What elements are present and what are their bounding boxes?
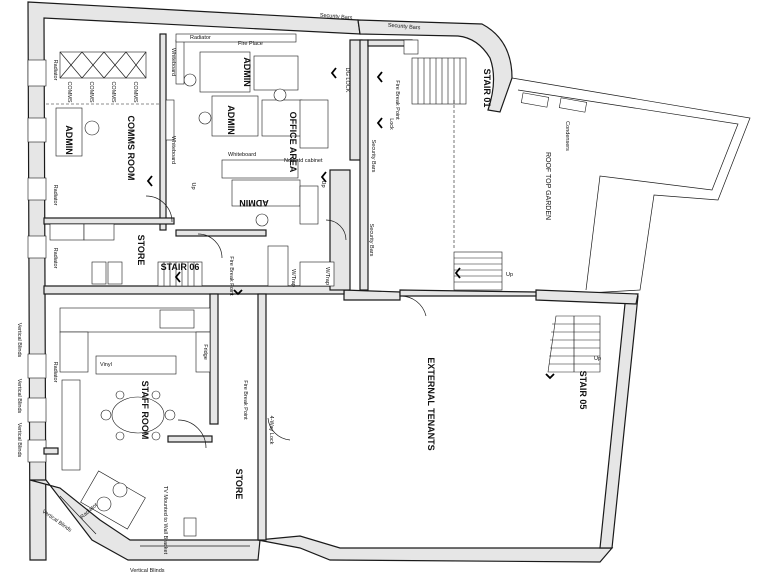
room-label-staff: STAFF ROOM (140, 381, 150, 440)
up-label-4: Up (320, 180, 326, 187)
lock-label: DG LOCK (344, 68, 350, 93)
left-windows (27, 59, 47, 463)
w-trap-label-1: W/Trap (290, 269, 296, 287)
radiator-label-5: Radiator (52, 362, 58, 383)
vertical-blinds-label-4: Vertical Blinds (16, 423, 22, 458)
staff-room-fittings (59, 307, 211, 537)
room-label-admin-4: ADMIN (239, 198, 269, 208)
up-label-2: Up (594, 356, 601, 362)
outer-walls (27, 1, 639, 563)
radiator-label-1: Radiator (190, 35, 211, 41)
radiator-label-2: Radiator (52, 60, 58, 81)
comms-label-1: COMMS (66, 81, 72, 102)
radiator-label-4: Radiator (52, 248, 58, 269)
up-label-1: Up (506, 272, 513, 278)
whiteboard-label-3: Whiteboard (170, 48, 176, 76)
stair-05 (547, 315, 601, 373)
comms-racks (46, 51, 160, 157)
lock-label-2: Lock (388, 118, 394, 130)
store-fittings (49, 223, 335, 287)
door-swings (145, 195, 427, 449)
room-label-comms: COMMS ROOM (126, 116, 136, 181)
condensers-label: Condensers (564, 121, 570, 151)
blinds-marks (59, 495, 250, 547)
fire-place-label: Fire Place (238, 41, 263, 47)
fire-break-label-1: Fire Break Point (228, 256, 234, 296)
stair-01 (403, 39, 467, 105)
room-label-store-2: STORE (234, 469, 244, 500)
tv-mounted-label: TV Mounted to Wall Bracket (162, 486, 168, 555)
room-label-stair-05: STAIR 05 (578, 371, 588, 410)
security-bars-label-4: Security Bars (368, 224, 374, 257)
room-label-roof-garden: ROOF TOP GARDEN (544, 152, 551, 220)
fire-break-label-3: Fire Break Point (394, 80, 400, 120)
room-label-admin-3: ADMIN (242, 57, 252, 87)
room-label-admin-1: ADMIN (64, 125, 74, 155)
fire-break-label-2: Fire Break Point (242, 380, 248, 420)
external-stair (453, 100, 503, 291)
office-desks (165, 33, 329, 227)
up-label-3: Up (190, 182, 196, 189)
room-label-stair-06: STAIR 06 (161, 262, 200, 272)
comms-label-4: COMMS (132, 81, 138, 102)
vertical-blinds-label-2: Vertical Blinds (16, 323, 22, 358)
w-trap-label-2: W/Trap (324, 267, 330, 285)
whiteboard-label-2: Whiteboard (228, 152, 256, 158)
vinyl-label: Vinyl (100, 362, 112, 368)
interior-walls (43, 33, 413, 541)
room-label-office: OFFICE AREA (288, 112, 298, 173)
four-way-lock-label: 4-Way Lock (268, 416, 274, 445)
roof-garden-outline (511, 77, 751, 297)
whiteboard-label-1: Whiteboard (170, 136, 176, 164)
non-std-cabinet-label: Non-std cabinet (284, 158, 323, 164)
vertical-blinds-label-1: Vertical Blinds (130, 568, 165, 574)
direction-arrows (146, 67, 555, 380)
comms-label-3: COMMS (110, 81, 116, 102)
security-bars-label-1: Security Bars (320, 13, 353, 22)
comms-label-2: COMMS (88, 81, 94, 102)
room-label-external-tenants: EXTERNAL TENANTS (426, 357, 436, 450)
vertical-blinds-label-3: Vertical Blinds (16, 379, 22, 414)
room-label-admin-2: ADMIN (226, 105, 236, 135)
room-label-store-1: STORE (136, 235, 146, 266)
security-bars-label-3: Security Bars (370, 140, 376, 173)
fridge-label: Fridge (202, 344, 208, 360)
room-label-stair-01: STAIR 01 (482, 69, 492, 108)
radiator-label-3: Radiator (52, 185, 58, 206)
security-bars-label-2: Security Bars (388, 23, 421, 32)
